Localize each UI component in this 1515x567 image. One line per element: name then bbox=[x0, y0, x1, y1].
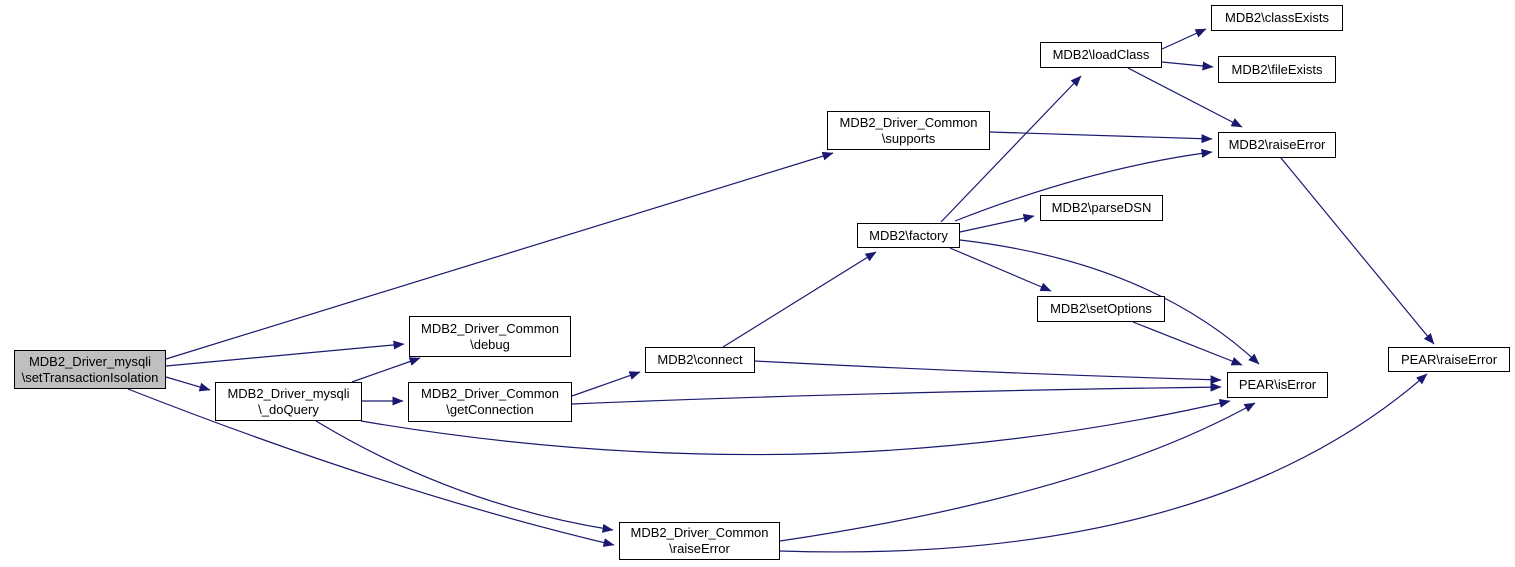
node-setTransactionIsolation: MDB2_Driver_mysqli\setTransactionIsolati… bbox=[14, 350, 166, 389]
edge-factory-to-mdb2RaiseError bbox=[954, 148, 1213, 222]
edge-getConnection-to-connect bbox=[571, 371, 641, 397]
edge-getConnection-to-isError bbox=[571, 382, 1222, 405]
edge-doQuery-to-isError bbox=[360, 398, 1231, 456]
node-parseDSN[interactable]: MDB2\parseDSN bbox=[1040, 195, 1163, 221]
node-label: \supports bbox=[881, 130, 936, 146]
node-classExists[interactable]: MDB2\classExists bbox=[1211, 5, 1343, 31]
node-label: MDB2_Driver_Common bbox=[421, 320, 559, 336]
node-label: \getConnection bbox=[446, 402, 534, 417]
edge-doQuery-to-drvRaiseError bbox=[315, 420, 614, 533]
node-factory[interactable]: MDB2\factory bbox=[857, 223, 960, 248]
node-label: \raiseError bbox=[669, 541, 730, 556]
edge-loadClass-to-classExists bbox=[1161, 28, 1207, 50]
node-label: MDB2_Driver_Common bbox=[421, 386, 559, 401]
edge-factory-to-setOptions bbox=[949, 247, 1052, 292]
node-setOptions[interactable]: MDB2\setOptions bbox=[1037, 296, 1165, 322]
edge-setTransactionIsolation-to-doQuery bbox=[165, 376, 211, 392]
edge-doQuery-to-debug bbox=[351, 357, 421, 383]
node-label: \debug bbox=[470, 336, 510, 352]
node-isError[interactable]: PEAR\isError bbox=[1227, 372, 1328, 398]
edge-connect-to-isError bbox=[754, 360, 1222, 385]
node-label: MDB2\raiseError bbox=[1228, 137, 1326, 152]
edge-factory-to-parseDSN bbox=[959, 213, 1035, 233]
node-label: \_doQuery bbox=[258, 401, 319, 417]
node-getConnection[interactable]: MDB2_Driver_Common\getConnection bbox=[408, 382, 572, 422]
node-label: MDB2_Driver_Common bbox=[630, 525, 769, 540]
edge-drvRaiseError-to-isError bbox=[779, 402, 1256, 542]
edge-setTransactionIsolation-to-supports bbox=[165, 151, 834, 360]
edge-factory-to-loadClass bbox=[940, 75, 1082, 223]
edge-loadClass-to-fileExists bbox=[1161, 61, 1214, 71]
node-loadClass[interactable]: MDB2\loadClass bbox=[1040, 42, 1162, 68]
node-fileExists[interactable]: MDB2\fileExists bbox=[1218, 56, 1336, 83]
node-label: MDB2\classExists bbox=[1224, 10, 1330, 25]
edge-factory-to-isError bbox=[959, 239, 1260, 365]
edge-drvRaiseError-to-pearRaiseError bbox=[779, 373, 1428, 553]
node-label: MDB2_Driver_mysqli bbox=[28, 353, 152, 369]
node-label: MDB2_Driver_mysqli bbox=[227, 385, 350, 401]
node-supports[interactable]: MDB2_Driver_Common\supports bbox=[827, 111, 990, 150]
edge-setTransactionIsolation-to-debug bbox=[165, 340, 405, 367]
edge-mdb2RaiseError-to-pearRaiseError bbox=[1280, 157, 1435, 345]
node-label: PEAR\isError bbox=[1238, 377, 1317, 392]
node-connect[interactable]: MDB2\connect bbox=[645, 347, 755, 373]
edge-setTransactionIsolation-to-drvRaiseError bbox=[127, 388, 615, 547]
node-label: PEAR\raiseError bbox=[1400, 351, 1498, 367]
node-label: MDB2\connect bbox=[657, 352, 743, 367]
node-debug[interactable]: MDB2_Driver_Common\debug bbox=[409, 316, 571, 357]
node-label: MDB2\fileExists bbox=[1231, 61, 1323, 77]
edge-loadClass-to-mdb2RaiseError bbox=[1127, 67, 1243, 128]
node-mdb2RaiseError[interactable]: MDB2\raiseError bbox=[1218, 132, 1336, 158]
node-label: MDB2_Driver_Common bbox=[839, 114, 978, 130]
edge-connect-to-factory bbox=[722, 251, 877, 348]
node-label: MDB2\loadClass bbox=[1052, 47, 1150, 62]
node-label: MDB2\setOptions bbox=[1050, 301, 1152, 316]
node-doQuery[interactable]: MDB2_Driver_mysqli\_doQuery bbox=[215, 382, 362, 421]
node-drvRaiseError[interactable]: MDB2_Driver_Common\raiseError bbox=[619, 522, 780, 560]
node-label: MDB2\factory bbox=[869, 227, 948, 243]
node-pearRaiseError[interactable]: PEAR\raiseError bbox=[1388, 347, 1510, 372]
node-label: \setTransactionIsolation bbox=[21, 369, 159, 385]
node-label: MDB2\parseDSN bbox=[1051, 200, 1152, 215]
edge-setOptions-to-isError bbox=[1132, 321, 1243, 366]
